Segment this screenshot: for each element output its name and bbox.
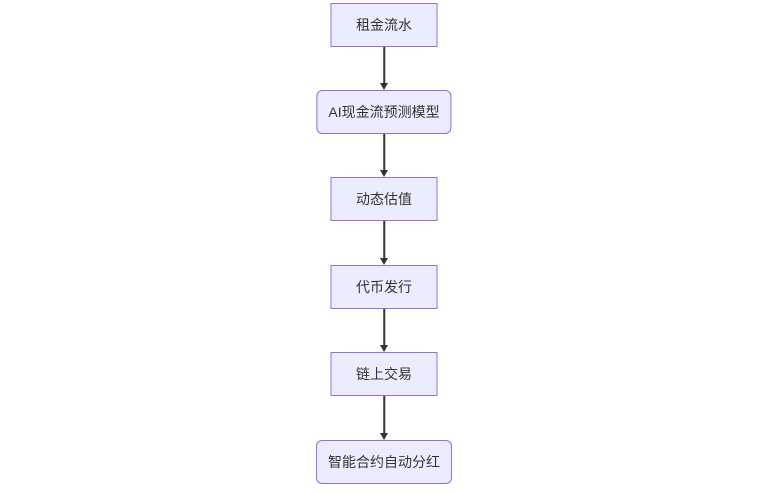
edge-arrow: [379, 396, 389, 440]
edge-arrow: [379, 221, 389, 265]
arrowhead-icon: [380, 433, 388, 440]
flow-node-label: 代币发行: [356, 279, 412, 295]
flow-node-label: 智能合约自动分红: [328, 454, 440, 470]
flow-node-smart-contract-dividend: 智能合约自动分红: [316, 440, 452, 484]
arrowhead-icon: [380, 83, 388, 90]
arrowhead-icon: [380, 170, 388, 177]
arrowhead-icon: [380, 345, 388, 352]
flow-node-label: 动态估值: [356, 191, 412, 207]
edge-line: [383, 309, 385, 346]
edge-arrow: [379, 47, 389, 90]
flow-node-onchain-trading: 链上交易: [330, 352, 438, 396]
arrowhead-icon: [380, 258, 388, 265]
edge-arrow: [379, 134, 389, 177]
edge-line: [383, 396, 385, 434]
edge-arrow: [379, 309, 389, 352]
flow-node-rent-income: 租金流水: [330, 3, 438, 47]
flow-node-label: 链上交易: [356, 366, 412, 382]
edge-line: [383, 134, 385, 171]
flow-node-dynamic-valuation: 动态估值: [330, 177, 438, 221]
edge-line: [383, 47, 385, 84]
flow-node-label: 租金流水: [356, 17, 412, 33]
edge-line: [383, 221, 385, 259]
flow-node-ai-cashflow-model: AI现金流预测模型: [316, 90, 452, 134]
flow-node-label: AI现金流预测模型: [328, 104, 440, 120]
flow-node-token-issuance: 代币发行: [330, 265, 438, 309]
